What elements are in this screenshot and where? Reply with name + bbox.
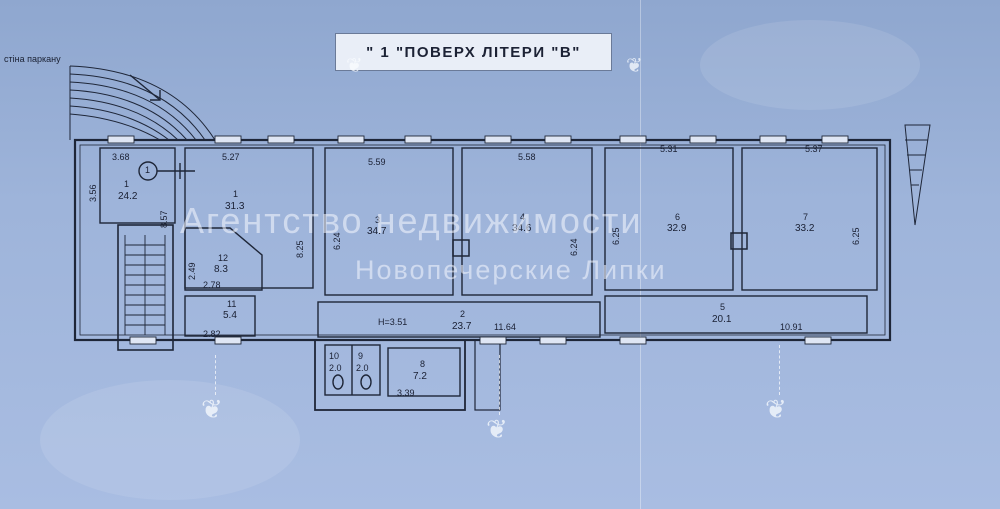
north-arrow-icon bbox=[904, 124, 931, 226]
dimension: 11.64 bbox=[494, 322, 516, 332]
room-11-outline bbox=[184, 295, 256, 337]
room-6-outline bbox=[604, 147, 734, 291]
room-area: 23.7 bbox=[452, 321, 472, 332]
room-number: 7 bbox=[803, 212, 809, 222]
room-area: 8.3 bbox=[214, 264, 228, 275]
room-area: 34.6 bbox=[512, 223, 532, 234]
room-area: 5.4 bbox=[223, 310, 237, 321]
room-area: 32.9 bbox=[667, 223, 687, 234]
room-number: 9 bbox=[358, 351, 364, 361]
dimension: 5.31 bbox=[660, 144, 678, 154]
room-number: 2 bbox=[460, 309, 466, 319]
ornament-line bbox=[499, 355, 500, 415]
dimension: 3.68 bbox=[112, 152, 130, 162]
entrance-steps bbox=[69, 65, 216, 141]
entrance-arrow bbox=[129, 74, 161, 101]
room-8-outline bbox=[387, 347, 461, 397]
toilet-icon bbox=[360, 374, 372, 390]
room-5-outline bbox=[604, 295, 868, 334]
ceiling-height: H=3.51 bbox=[378, 317, 408, 327]
room-area: 20.1 bbox=[712, 314, 732, 325]
room-area: 33.2 bbox=[795, 223, 815, 234]
room-area: 2.0 bbox=[356, 363, 369, 373]
room-4-outline bbox=[461, 147, 593, 296]
plan-title: " 1 "ПОВЕРХ ЛІТЕРИ "В" bbox=[335, 33, 612, 71]
room-7-outline bbox=[741, 147, 878, 291]
fence-label: стіна паркану bbox=[4, 54, 61, 64]
room-3-outline bbox=[324, 147, 454, 296]
dimension: 5.58 bbox=[518, 152, 536, 162]
room-area: 24.2 bbox=[118, 191, 138, 202]
interior-stairs bbox=[124, 235, 166, 335]
watermark-line-2: Новопечерские Липки bbox=[355, 255, 667, 285]
room-number: 12 bbox=[218, 253, 229, 263]
toilet-icon bbox=[332, 374, 344, 390]
ornament-icon: ❦ bbox=[765, 394, 787, 424]
room-area: 34.7 bbox=[367, 226, 387, 237]
ornament-icon: ❦ bbox=[346, 55, 363, 77]
room-area: 2.0 bbox=[329, 363, 342, 373]
room-12-outline bbox=[184, 227, 263, 291]
room-area: 7.2 bbox=[413, 371, 427, 382]
watermark-line-1: Агентство недвижимости bbox=[180, 200, 643, 241]
ornament-line bbox=[215, 355, 216, 395]
room-number: 3 bbox=[375, 215, 381, 225]
sheet-fold-line bbox=[640, 0, 641, 509]
column bbox=[452, 239, 470, 257]
room-2-outline bbox=[317, 301, 601, 338]
room-number: 10 bbox=[329, 351, 340, 361]
room-1b-outline bbox=[184, 147, 314, 289]
ornament-line bbox=[779, 345, 780, 395]
room-number: 4 bbox=[520, 212, 526, 222]
dimension: 5.59 bbox=[368, 157, 386, 167]
dimension: 2.82 bbox=[203, 329, 221, 339]
room-number: 8 bbox=[420, 359, 426, 369]
paper-stain bbox=[40, 380, 300, 500]
windows bbox=[107, 135, 849, 345]
dimension: 2.49 bbox=[187, 262, 197, 280]
room-number: 1 bbox=[124, 179, 130, 189]
room-number: 11 bbox=[227, 299, 237, 309]
ornament-icon: ❦ bbox=[626, 55, 643, 77]
paper-stain bbox=[700, 20, 920, 110]
column bbox=[730, 232, 748, 250]
room-area: 31.3 bbox=[225, 201, 245, 212]
room-number: 5 bbox=[720, 302, 726, 312]
room-number: 1 bbox=[233, 189, 239, 199]
dimension: 3.39 bbox=[397, 388, 415, 398]
circle-marker-label: 1 bbox=[145, 165, 151, 175]
ornament-icon: ❦ bbox=[486, 414, 508, 444]
room-1a-outline bbox=[99, 147, 176, 224]
dimension: 8.25 bbox=[295, 240, 305, 258]
dimension: 6.25 bbox=[851, 227, 861, 245]
dimension: 2.78 bbox=[203, 280, 221, 290]
ornament-icon: ❦ bbox=[201, 394, 223, 424]
dimension: 3.56 bbox=[88, 184, 98, 202]
dimension: 5.37 bbox=[805, 144, 823, 154]
dimension: 10.91 bbox=[780, 322, 803, 332]
dimension: 5.27 bbox=[222, 152, 240, 162]
dimension: 8.57 bbox=[159, 210, 169, 228]
room-number: 6 bbox=[675, 212, 681, 222]
